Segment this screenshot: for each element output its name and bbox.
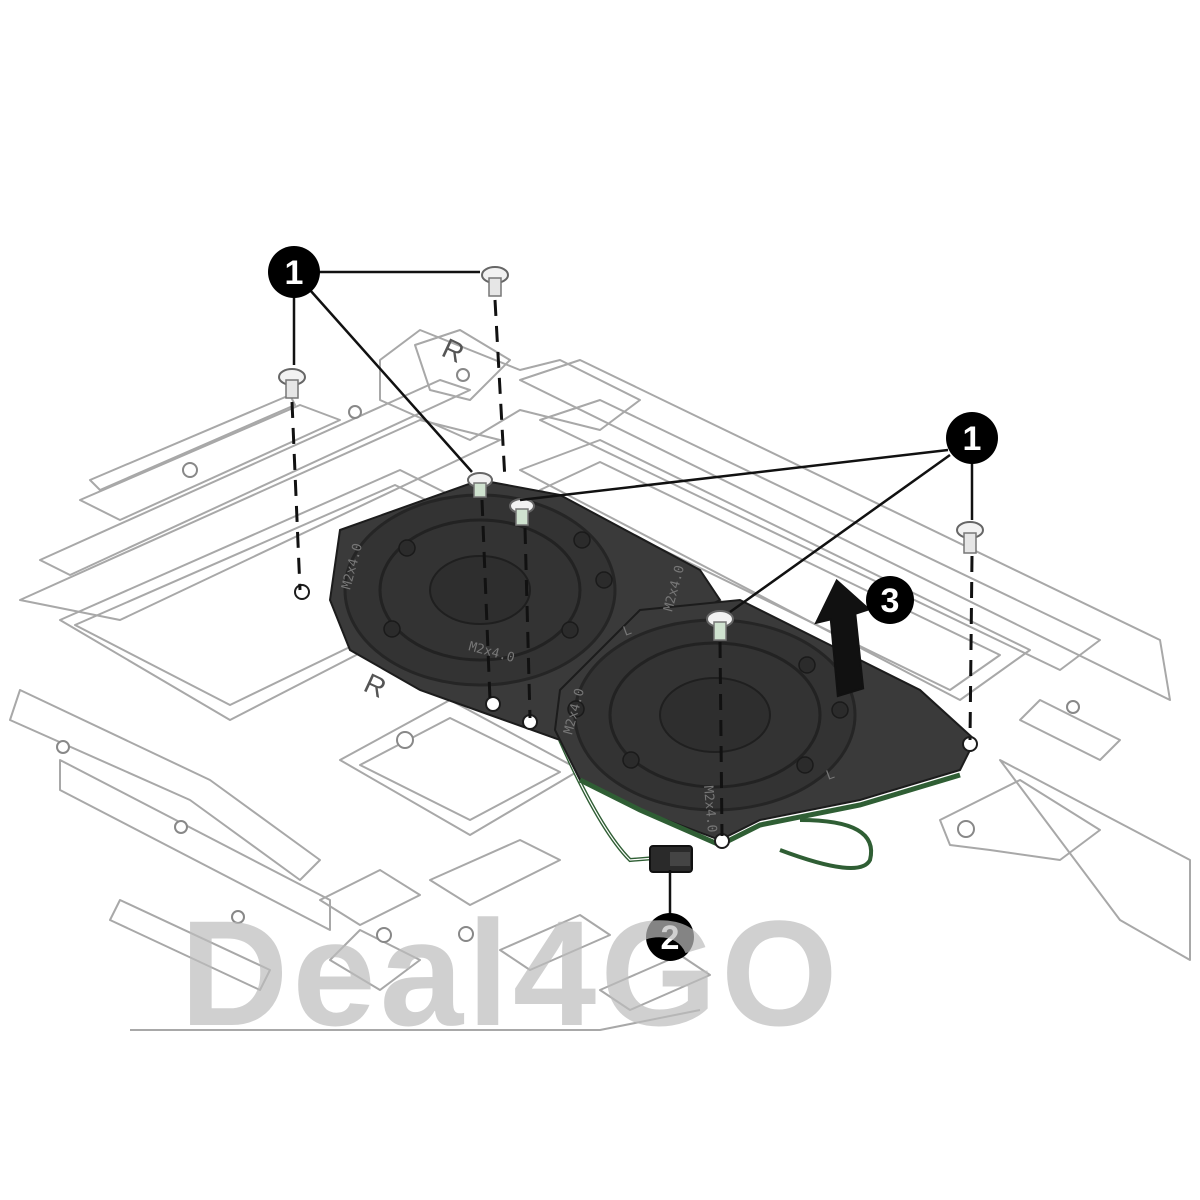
chassis-screw (348, 405, 362, 419)
callout-2: 2 (646, 913, 694, 961)
dash-line (718, 641, 724, 837)
screw-6[interactable] (956, 521, 984, 554)
screw-1[interactable] (481, 266, 509, 297)
dash-line (290, 401, 302, 591)
lift-arrow-icon (814, 578, 871, 698)
board-mark: R (359, 667, 390, 704)
right-fan-ring-inner (608, 641, 822, 789)
chassis-screw (174, 820, 188, 834)
fan-rivets (383, 531, 849, 774)
callout-number: 2 (661, 919, 680, 957)
screw-4[interactable] (509, 498, 535, 526)
mount-hole (294, 584, 310, 600)
leader-lines (292, 270, 974, 918)
callout-1-right: 1 (946, 412, 998, 464)
chassis-screw (231, 910, 245, 924)
fan-rivet (561, 621, 579, 639)
chassis-screw (456, 368, 470, 382)
chassis-screw (957, 820, 975, 838)
callout-number: 1 (285, 254, 304, 292)
left-fan-hub (429, 555, 531, 625)
chassis-screw (376, 927, 392, 943)
dash-line (480, 499, 492, 701)
right-fan-green-edge (578, 772, 961, 848)
fan-rivet (383, 620, 401, 638)
dash-line (493, 299, 507, 481)
fan-rivet (831, 701, 849, 719)
mount-hole (714, 833, 730, 849)
mount-hole (962, 736, 978, 752)
callout-number: 1 (963, 420, 982, 458)
dash-line (523, 527, 532, 719)
fan-assembly: M2x4.0 M2x4.0 M2x4.0 M2x4.0 M2x4.0 L L (294, 478, 978, 873)
leader-line (309, 289, 473, 473)
callout-number: 3 (881, 582, 900, 620)
right-fan-hub (659, 677, 771, 753)
leader-line (729, 453, 951, 614)
fan-rivet (398, 539, 416, 557)
chassis-screw (56, 740, 70, 754)
fan-cable (779, 818, 874, 870)
screws (278, 266, 984, 641)
fan-rivet (595, 571, 613, 589)
fan-rivet (798, 656, 816, 674)
chassis-screw (396, 731, 414, 749)
fan-rivet (622, 751, 640, 769)
left-fan-ring-inner (378, 518, 582, 662)
fan-rivet (796, 756, 814, 774)
screw-3[interactable] (467, 472, 493, 498)
callout-1-top-left: 1 (268, 246, 320, 298)
chassis-screw (1066, 700, 1080, 714)
callout-3: 3 (866, 576, 914, 624)
screw-2[interactable] (278, 368, 306, 399)
chassis-screws (56, 368, 1080, 943)
chassis-screw (182, 462, 198, 478)
chassis-screw (458, 926, 474, 942)
leader-line (519, 448, 949, 502)
fan-label-right-bottom: M2x4.0 (700, 785, 719, 833)
screw-5[interactable] (706, 610, 734, 641)
alignment-lines (290, 299, 974, 837)
fan-rivet (573, 531, 591, 549)
mount-hole (485, 696, 501, 712)
fan-rivet (567, 700, 585, 718)
watermark: Deal4GO (180, 889, 842, 1057)
connector-plug (670, 852, 690, 866)
fan-connector[interactable] (649, 845, 693, 873)
dash-line (968, 555, 974, 741)
